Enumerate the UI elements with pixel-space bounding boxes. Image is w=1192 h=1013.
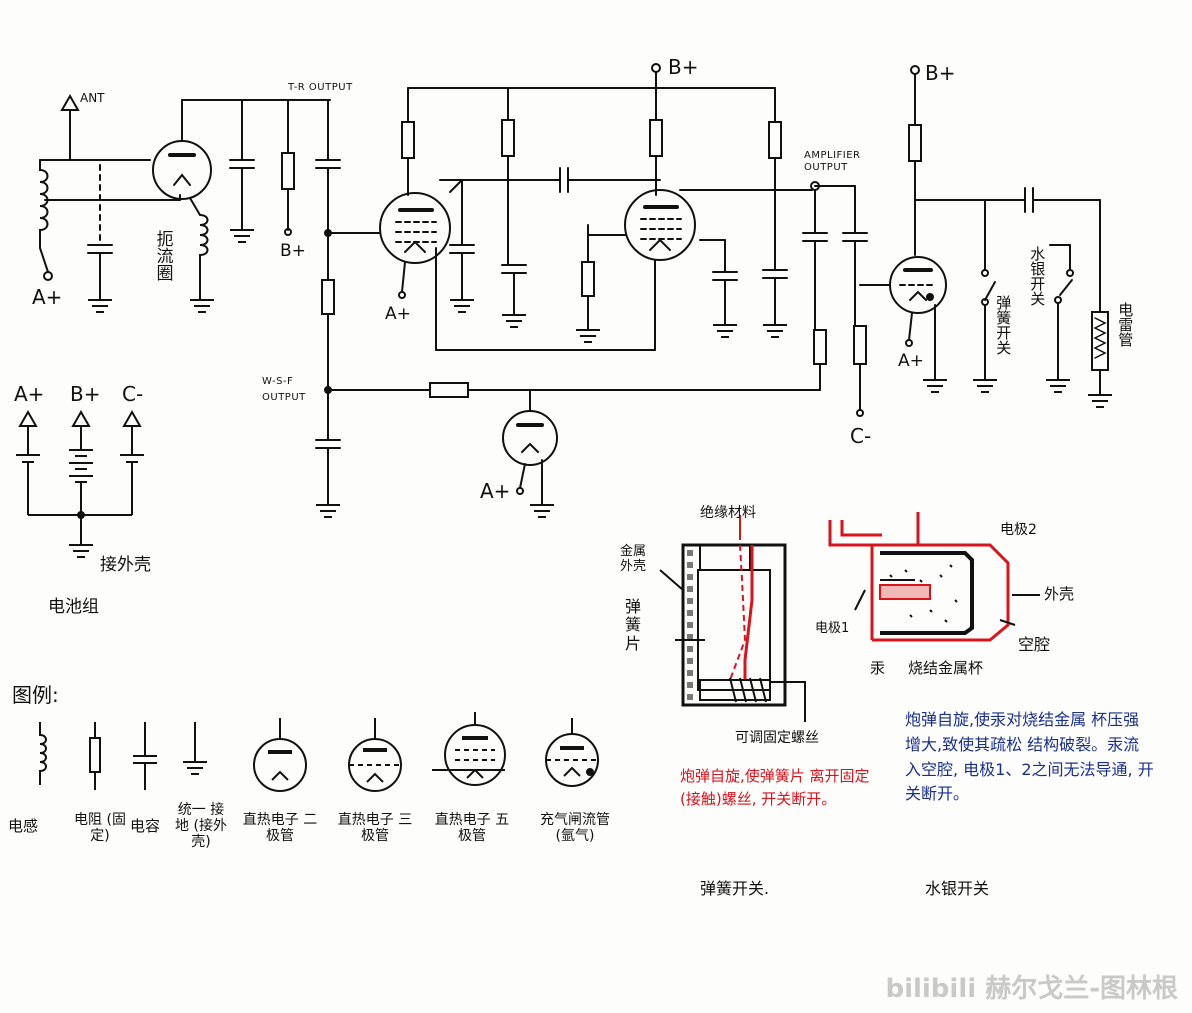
fire-b-plus-label: B+: [925, 61, 956, 85]
ant-label: ANT: [80, 91, 105, 105]
spring-leaf-label: 弹 簧 片: [625, 597, 642, 653]
input-a-plus-label: A+: [32, 285, 63, 309]
mercury-switch-caption: 水银开关: [925, 879, 990, 898]
insulation-label: 绝缘材料: [700, 505, 756, 521]
choke-coil-icon: [199, 214, 209, 301]
triode-a-plus-label: A+: [480, 479, 511, 503]
spring-switch-caption: 弹簧开关.: [700, 879, 770, 898]
legend-title: 图例:: [12, 683, 59, 707]
spring-switch-label: 弹簧开关: [994, 295, 1013, 355]
amplifier-output-label: AMPLIFIER OUTPUT: [804, 150, 861, 173]
tr-b-plus-label: B+: [280, 241, 306, 261]
legend-label-inductor: 电感: [8, 817, 39, 835]
legend-label-triode: 直热电子 三极管: [337, 812, 413, 845]
wsf-output-label: W-S-F OUTPUT: [262, 376, 306, 403]
electrode2-label: 电极2: [1000, 522, 1037, 538]
antenna-icon: [60, 93, 80, 111]
mercury-switch-note: 炮弹自旋,使汞对烧结金属 杯压强增大,致使其疏松 结构破裂。汞流入空腔, 电极1…: [905, 710, 1154, 804]
legend-label-resistor: 电阻 (固定): [74, 812, 126, 845]
legend-resistor-icon: [89, 737, 101, 773]
legend-pentode-icon: [444, 724, 506, 786]
metal-case-label: 金属 外壳: [620, 544, 647, 574]
legend-label-ground: 统一 接地 (接外壳): [175, 802, 227, 851]
watermark: bilibili 赫尔戈兰-图林根: [885, 974, 1178, 1004]
battery-c-minus-label: C-: [122, 382, 144, 406]
legend-thyratron-icon: [545, 733, 599, 787]
choke-label: 扼流圈: [152, 230, 173, 281]
screw-label: 可调固定螺丝: [735, 730, 819, 746]
legend-label-thyratron: 充气闸流管 (氩气): [540, 812, 610, 845]
battery-a-plus-label: A+: [14, 382, 45, 406]
battery-b-plus-label: B+: [70, 382, 101, 406]
battery-group-icon: [16, 409, 144, 558]
electrode1-label: 电极1: [815, 621, 850, 636]
legend-diode-icon: [253, 738, 307, 792]
amp-b-plus-label: B+: [668, 55, 699, 79]
c-minus-label: C-: [850, 424, 872, 448]
legend-triode-icon: [348, 738, 402, 792]
legend-inductor-icon: [39, 722, 47, 785]
legend-label-pentode: 直热电子 五极管: [434, 812, 510, 845]
spring-switch-note: 炮弹自旋,使弹簧片 离开固定(接触)螺丝, 开关断开。: [680, 767, 870, 809]
pentode-tube-2-icon: [624, 189, 696, 261]
sintered-cup-label: 烧结金属杯: [908, 659, 984, 677]
battery-title: 电池组: [48, 597, 99, 617]
tr-output-label: T-R OUTPUT: [288, 82, 353, 93]
mercury-switch-section: [828, 512, 1040, 642]
legend-ground-icon: [183, 761, 207, 775]
battery-to-case-label: 接外壳: [100, 555, 151, 575]
legend-label-diode: 直热电子 二极管: [242, 812, 318, 845]
bottom-triode-icon: [502, 410, 558, 466]
detonator-label: 电雷管: [1116, 302, 1135, 347]
ground-symbols: [88, 229, 1112, 518]
legend-label-capacitor: 电容: [130, 817, 161, 835]
amp-a-plus-label: A+: [385, 304, 411, 324]
thyratron-tube-icon: [889, 256, 947, 314]
outer-case-label: 外壳: [1044, 585, 1075, 603]
spring-switch-section: [659, 515, 806, 722]
cavity-label: 空腔: [1018, 635, 1051, 654]
diode-tube-icon: [152, 140, 212, 200]
input-coil-icon: [39, 159, 49, 249]
mercury-switch-label: 水银开关: [1028, 246, 1047, 306]
pentode-tube-1-icon: [379, 192, 451, 264]
mercury-label: 汞: [870, 659, 886, 677]
fire-a-plus-label: A+: [898, 351, 924, 371]
legend-icons: [39, 712, 599, 792]
